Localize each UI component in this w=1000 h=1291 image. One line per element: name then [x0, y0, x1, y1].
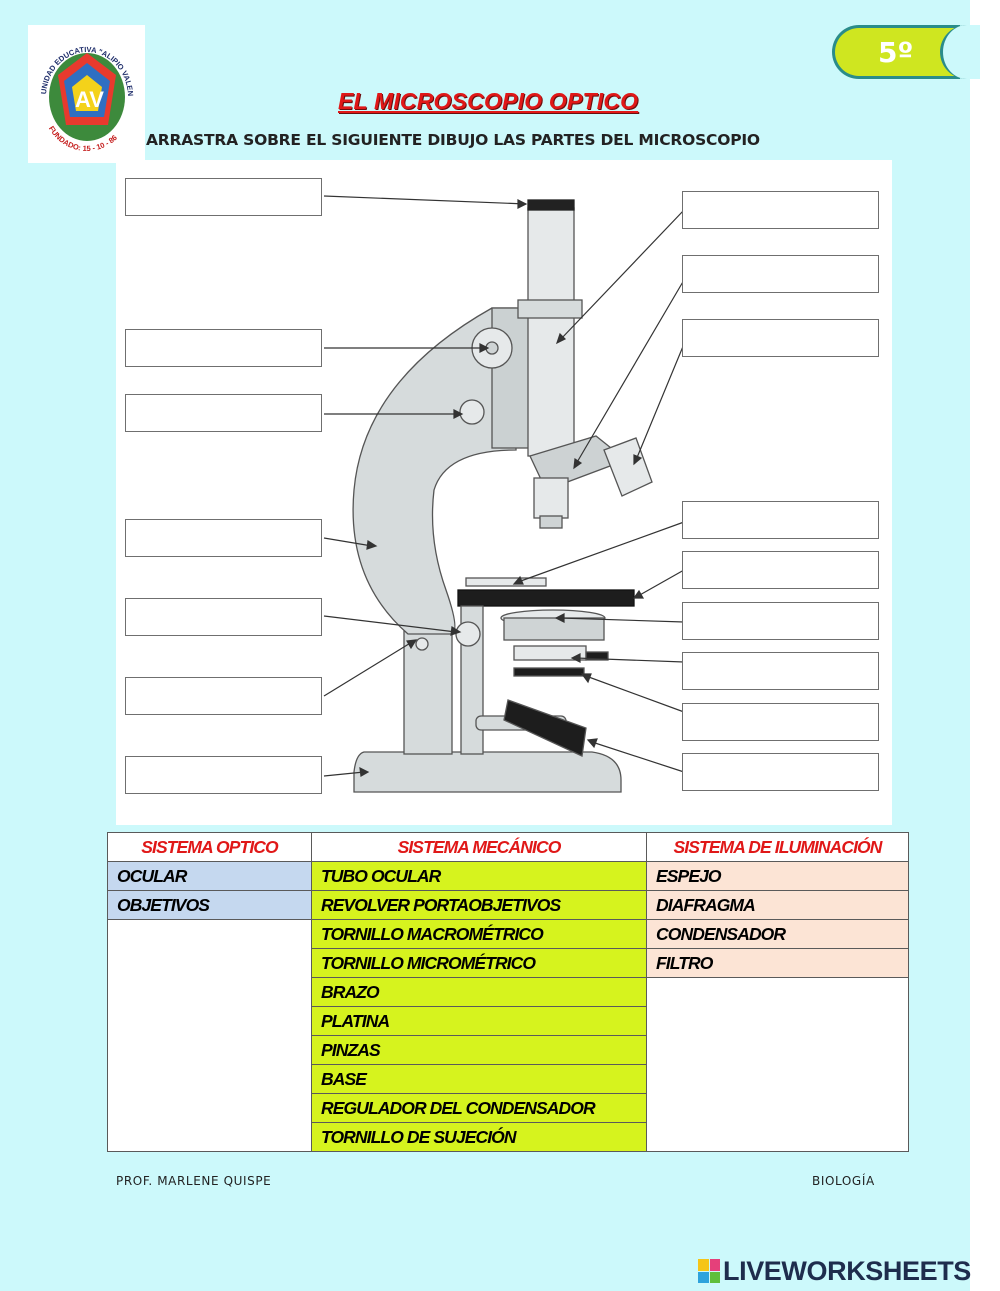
pivot-screw	[415, 637, 429, 651]
drop-zone-condenser[interactable]	[682, 602, 879, 640]
mechanical-item[interactable]: BRAZO	[311, 977, 647, 1007]
teacher-name: PROF. MARLENE QUISPE	[116, 1174, 272, 1188]
stage-clip	[465, 577, 547, 587]
table-row: REGULADOR DEL CONDENSADOR	[108, 1093, 909, 1123]
eyepiece-tube	[527, 207, 575, 457]
condenser-regulator	[585, 651, 609, 661]
mechanical-item[interactable]: TORNILLO DE SUJECIÓN	[311, 1122, 647, 1152]
mechanical-item[interactable]: REVOLVER PORTAOBJETIVOS	[311, 890, 647, 920]
drop-zone-left-5[interactable]	[125, 598, 322, 636]
drop-zone-left-6[interactable]	[125, 677, 322, 715]
microscope-base	[353, 751, 622, 793]
drop-zone-eyepiece[interactable]	[125, 178, 322, 216]
instruction-text: ARRASTRA SOBRE EL SIGUIENTE DIBUJO LAS P…	[146, 131, 760, 149]
liveworksheets-wordmark: LIVEWORKSHEETS	[723, 1255, 971, 1286]
optical-item[interactable]: OCULAR	[107, 861, 312, 891]
optical-empty-cell	[107, 919, 312, 1152]
objective-lens-1	[533, 477, 569, 519]
lighting-item[interactable]: FILTRO	[646, 948, 909, 978]
drop-zone-coarse-focus[interactable]	[125, 329, 322, 367]
lighting-empty-cell	[646, 977, 909, 1152]
lighting-item[interactable]: ESPEJO	[646, 861, 909, 891]
drop-zone-filter[interactable]	[682, 703, 879, 741]
tube-collar	[517, 299, 583, 319]
mechanical-item[interactable]: TORNILLO MICROMÉTRICO	[311, 948, 647, 978]
optical-item[interactable]: OBJETIVOS	[107, 890, 312, 920]
liveworksheets-logo: LIVEWORKSHEETS	[698, 1254, 971, 1288]
header-mechanical-system: SISTEMA MECÁNICO	[311, 832, 647, 862]
drop-zone-base[interactable]	[125, 756, 322, 794]
lighting-item[interactable]: CONDENSADOR	[646, 919, 909, 949]
grade-badge	[832, 25, 960, 79]
table-row: OBJETIVOS REVOLVER PORTAOBJETIVOS DIAFRA…	[107, 890, 909, 920]
drop-zone-tube[interactable]	[682, 191, 879, 229]
header-lighting-system: SISTEMA DE ILUMINACIÓN	[646, 832, 909, 862]
drop-zone-mirror[interactable]	[682, 753, 879, 791]
subject-name: BIOLOGÍA	[812, 1174, 875, 1188]
drop-zone-clips[interactable]	[682, 501, 879, 539]
systems-table: SISTEMA OPTICO SISTEMA MECÁNICO SISTEMA …	[107, 832, 909, 1152]
table-row: TORNILLO MACROMÉTRICO CONDENSADOR	[107, 919, 909, 1152]
table-row: BRAZO	[108, 977, 909, 1152]
eyepiece-cap	[527, 199, 575, 211]
mechanical-item[interactable]: PLATINA	[311, 1006, 647, 1036]
school-crest-icon: AV UNIDAD EDUCATIVA "ALIPIO VALENCIA VEG…	[25, 18, 142, 159]
page-title: EL MICROSCOPIO OPTICO	[338, 88, 639, 114]
table-row: OCULAR TUBO OCULAR ESPEJO	[107, 861, 909, 891]
objective-lens-2	[603, 437, 653, 497]
inclination-screw	[455, 621, 481, 647]
school-logo: AV UNIDAD EDUCATIVA "ALIPIO VALENCIA VEG…	[25, 18, 145, 163]
objective-lens-tip	[539, 515, 563, 529]
fine-focus-knob	[459, 399, 485, 425]
microscope-figure	[116, 160, 892, 825]
filter-holder	[513, 667, 585, 677]
grade-badge-notch	[940, 25, 980, 79]
table-header-row: SISTEMA OPTICO SISTEMA MECÁNICO SISTEMA …	[107, 832, 909, 862]
microscope-drawing	[323, 195, 685, 793]
grade-badge-label: 5º	[878, 36, 914, 69]
liveworksheets-icon	[698, 1259, 720, 1283]
drop-zone-regulator[interactable]	[682, 652, 879, 690]
mechanical-item[interactable]: TORNILLO MACROMÉTRICO	[311, 919, 647, 949]
condenser-body	[503, 617, 605, 641]
mechanical-item[interactable]: PINZAS	[311, 1035, 647, 1065]
drop-zone-arm[interactable]	[125, 519, 322, 557]
drop-zone-fine-focus[interactable]	[125, 394, 322, 432]
table-row: PLATINA	[108, 1006, 909, 1036]
lighting-item[interactable]: DIAFRAGMA	[646, 890, 909, 920]
table-row: TORNILLO DE SUJECIÓN	[108, 1122, 909, 1152]
svg-text:AV: AV	[75, 87, 104, 112]
header-optical-system: SISTEMA OPTICO	[107, 832, 312, 862]
mechanical-item[interactable]: REGULADOR DEL CONDENSADOR	[311, 1093, 647, 1123]
mechanical-item[interactable]: TUBO OCULAR	[311, 861, 647, 891]
microscope-stage	[457, 589, 635, 607]
drop-zone-objectives[interactable]	[682, 319, 879, 357]
mechanical-item[interactable]: BASE	[311, 1064, 647, 1094]
mirror	[503, 699, 587, 757]
drop-zone-stage[interactable]	[682, 551, 879, 589]
drop-zone-nosepiece[interactable]	[682, 255, 879, 293]
